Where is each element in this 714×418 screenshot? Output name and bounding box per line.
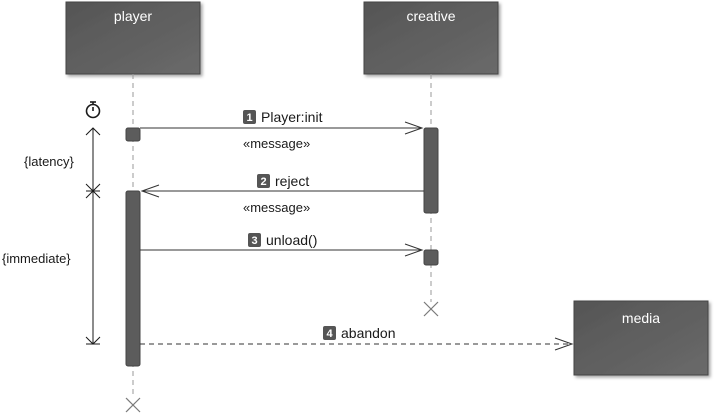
message-2-badge xyxy=(257,174,270,188)
message-1-number: 1 xyxy=(246,112,252,124)
message-2-number: 2 xyxy=(260,176,266,188)
destroy-x-icon xyxy=(125,397,141,413)
duration-constraint-bar[interactable] xyxy=(85,127,101,345)
lifeline-media-title: media xyxy=(622,310,660,326)
message-3-badge xyxy=(248,233,261,247)
message-3[interactable]: 3 unload() xyxy=(140,232,424,257)
message-4-label: abandon xyxy=(341,325,396,341)
stopwatch-icon xyxy=(85,101,101,119)
lifeline-player-head[interactable] xyxy=(65,1,201,75)
message-4-badge xyxy=(323,326,336,340)
message-4-arrowhead xyxy=(554,337,574,351)
lifeline-player-title: player xyxy=(114,8,152,24)
destroy-x-icon xyxy=(423,301,439,317)
message-2-arrowhead xyxy=(140,184,160,198)
activation-player-2[interactable] xyxy=(125,190,141,367)
lifeline-player[interactable]: player xyxy=(65,1,201,398)
message-3-arrowhead xyxy=(404,243,424,257)
message-2-label: reject xyxy=(275,173,309,189)
lifeline-media-head[interactable] xyxy=(573,300,709,376)
message-1-badge xyxy=(243,110,256,124)
message-1[interactable]: 1 Player:init «message» xyxy=(140,109,424,151)
message-3-label: unload() xyxy=(266,232,317,248)
message-1-stereotype: «message» xyxy=(243,136,310,151)
activation-creative-1[interactable] xyxy=(423,127,439,214)
message-4[interactable]: 4 abandon xyxy=(140,325,574,351)
constraint-latency: {latency} xyxy=(24,154,75,169)
lifeline-creative-title: creative xyxy=(406,8,455,24)
message-4-number: 4 xyxy=(326,328,333,340)
message-2-stereotype: «message» xyxy=(243,200,310,215)
constraint-immediate: {immediate} xyxy=(2,251,71,266)
message-3-number: 3 xyxy=(251,235,257,247)
activation-player-1[interactable] xyxy=(125,127,141,142)
message-1-arrowhead xyxy=(404,121,424,135)
message-2[interactable]: 2 reject «message» xyxy=(140,173,424,215)
lifeline-media[interactable]: media xyxy=(573,300,709,376)
message-1-label: Player:init xyxy=(261,109,323,125)
activation-creative-2[interactable] xyxy=(423,249,439,266)
